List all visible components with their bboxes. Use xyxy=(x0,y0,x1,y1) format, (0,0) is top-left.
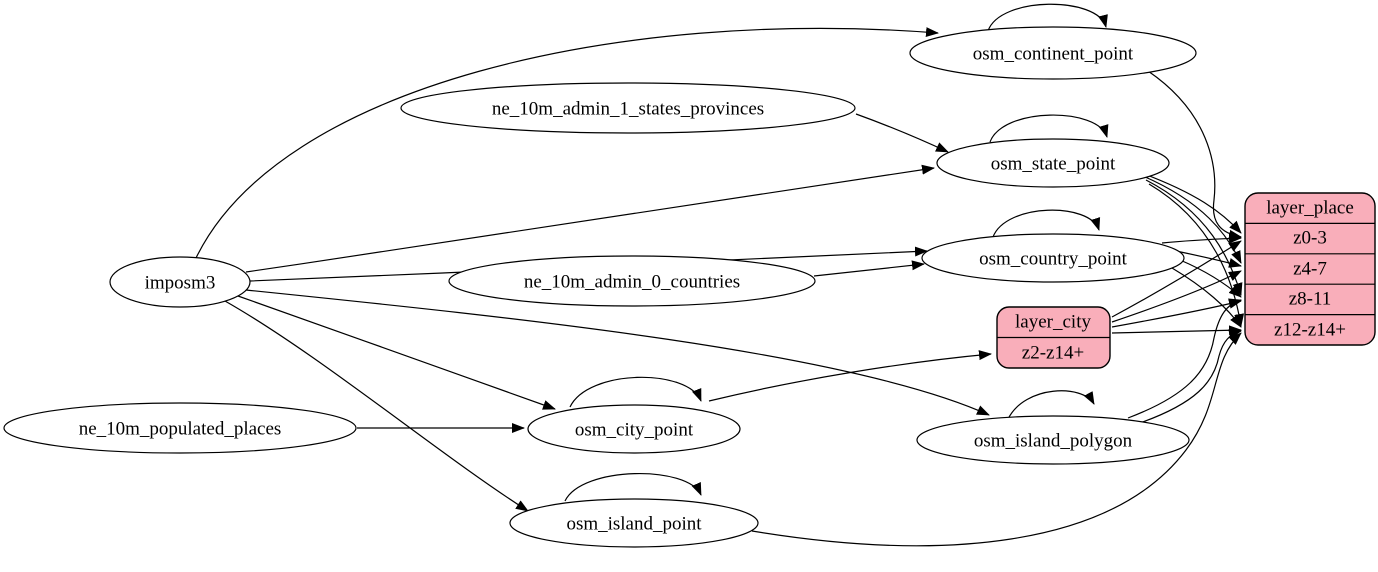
node-osm_island_point: osm_island_point xyxy=(509,498,759,548)
record-layer_city-title: layer_city xyxy=(1015,312,1091,333)
node-osm_city_point-shape xyxy=(527,404,741,454)
edge-osm_state_point-to-layer_place-z8-11 xyxy=(1145,179,1243,296)
node-osm_continent_point: osm_continent_point xyxy=(909,26,1197,80)
node-osm_island_polygon-shape xyxy=(916,415,1190,465)
edge-osm_island_point-to-layer_place-z12-z14 xyxy=(751,332,1242,547)
edge-layer_city-to-layer_place-z0-3 xyxy=(1111,240,1242,318)
edge-osm_city_point-to-layer_city-z2-z14 xyxy=(708,350,992,402)
edge-imposm3-to-osm_island_polygon xyxy=(245,289,990,416)
node-ne_10m_admin_1_states_provinces-label: ne_10m_admin_1_states_provinces xyxy=(492,99,764,120)
edge-osm_country_point-to-layer_place-z8-11 xyxy=(1179,259,1242,298)
edge-osm_country_point-to-layer_place-z12-z14 xyxy=(1171,267,1242,328)
edge-ne_10m_admin_1_states_provinces-to-osm_state_point xyxy=(855,113,949,153)
node-ne_10m_populated_places-shape xyxy=(3,402,357,454)
node-ne_10m_admin_1_states_provinces: ne_10m_admin_1_states_provinces xyxy=(400,82,856,134)
record-layer_place-row-z12-z14: z12-z14+ xyxy=(1274,320,1346,341)
node-imposm3: imposm3 xyxy=(109,256,251,308)
record-layer_place-row-z8-11: z8-11 xyxy=(1289,289,1332,310)
node-osm_city_point-label: osm_city_point xyxy=(575,420,694,441)
record-layer_place: layer_place z0-3 z4-7 z8-11 z12-z14+ xyxy=(1244,192,1376,346)
record-layer_place-title: layer_place xyxy=(1266,198,1354,219)
node-osm_island_polygon: osm_island_polygon xyxy=(916,415,1190,465)
self-loop-osm_country_point xyxy=(992,209,1101,238)
node-ne_10m_admin_0_countries-shape xyxy=(448,255,816,307)
self-loop-osm_city_point xyxy=(569,376,702,408)
node-ne_10m_admin_1_states_provinces-shape xyxy=(400,82,856,134)
record-layer_place-row-z4-7: z4-7 xyxy=(1293,259,1327,280)
node-osm_state_point: osm_state_point xyxy=(936,138,1170,188)
node-osm_country_point: osm_country_point xyxy=(921,233,1185,283)
node-ne_10m_populated_places: ne_10m_populated_places xyxy=(3,402,357,454)
node-ne_10m_admin_0_countries: ne_10m_admin_0_countries xyxy=(448,255,816,307)
edge-osm_state_point-to-layer_place-z4-7 xyxy=(1142,175,1242,264)
edge-osm_island_polygon-to-layer_place-z8-11 xyxy=(1127,298,1242,419)
edge-osm_country_point-to-layer_place-z0-3 xyxy=(1161,233,1242,244)
node-osm_state_point-label: osm_state_point xyxy=(991,154,1116,175)
edge-osm_state_point-to-layer_place-z12-z14 xyxy=(1148,183,1245,327)
edge-imposm3-to-osm_city_point xyxy=(237,295,556,410)
edge-osm_state_point-to-layer_place-z0-3 xyxy=(1138,171,1242,234)
self-loop-osm_island_polygon xyxy=(1007,390,1095,420)
node-osm_continent_point-label: osm_continent_point xyxy=(973,44,1134,65)
node-osm_country_point-label: osm_country_point xyxy=(979,249,1127,270)
node-ne_10m_admin_0_countries-label: ne_10m_admin_0_countries xyxy=(524,272,740,293)
node-osm_state_point-shape xyxy=(936,138,1170,188)
record-layer_city: layer_city z2-z14+ xyxy=(996,306,1111,369)
node-imposm3-shape xyxy=(109,256,251,308)
edge-imposm3-to-osm_state_point xyxy=(245,164,935,273)
edge-osm_continent_point-to-layer_place-z0-3 xyxy=(1147,70,1242,240)
edge-ne_10m_admin_0_countries-to-osm_country_point xyxy=(813,260,925,277)
node-osm_island_polygon-label: osm_island_polygon xyxy=(974,431,1133,452)
self-loop-osm_continent_point xyxy=(987,3,1108,32)
node-imposm3-label: imposm3 xyxy=(145,273,216,294)
node-osm_island_point-shape xyxy=(509,498,759,548)
edge-layer_city-to-layer_place-z4-7 xyxy=(1111,270,1242,323)
record-layer_place-shape xyxy=(1244,192,1376,346)
node-osm_country_point-shape xyxy=(921,233,1185,283)
edge-imposm3-to-osm_continent_point xyxy=(195,27,939,259)
node-ne_10m_populated_places-label: ne_10m_populated_places xyxy=(79,419,282,440)
self-loop-osm_island_point xyxy=(564,473,702,502)
self-loop-osm_state_point xyxy=(989,114,1109,143)
record-layer_place-row-z0-3: z0-3 xyxy=(1293,228,1327,249)
edge-osm_country_point-to-layer_place-z4-7 xyxy=(1175,250,1242,268)
node-osm_continent_point-shape xyxy=(909,26,1197,80)
record-layer_city-row-z2-z14: z2-z14+ xyxy=(1022,343,1084,364)
edge-imposm3-to-osm_island_point xyxy=(224,300,529,512)
node-osm_city_point: osm_city_point xyxy=(527,404,741,454)
node-osm_island_point-label: osm_island_point xyxy=(566,514,702,535)
